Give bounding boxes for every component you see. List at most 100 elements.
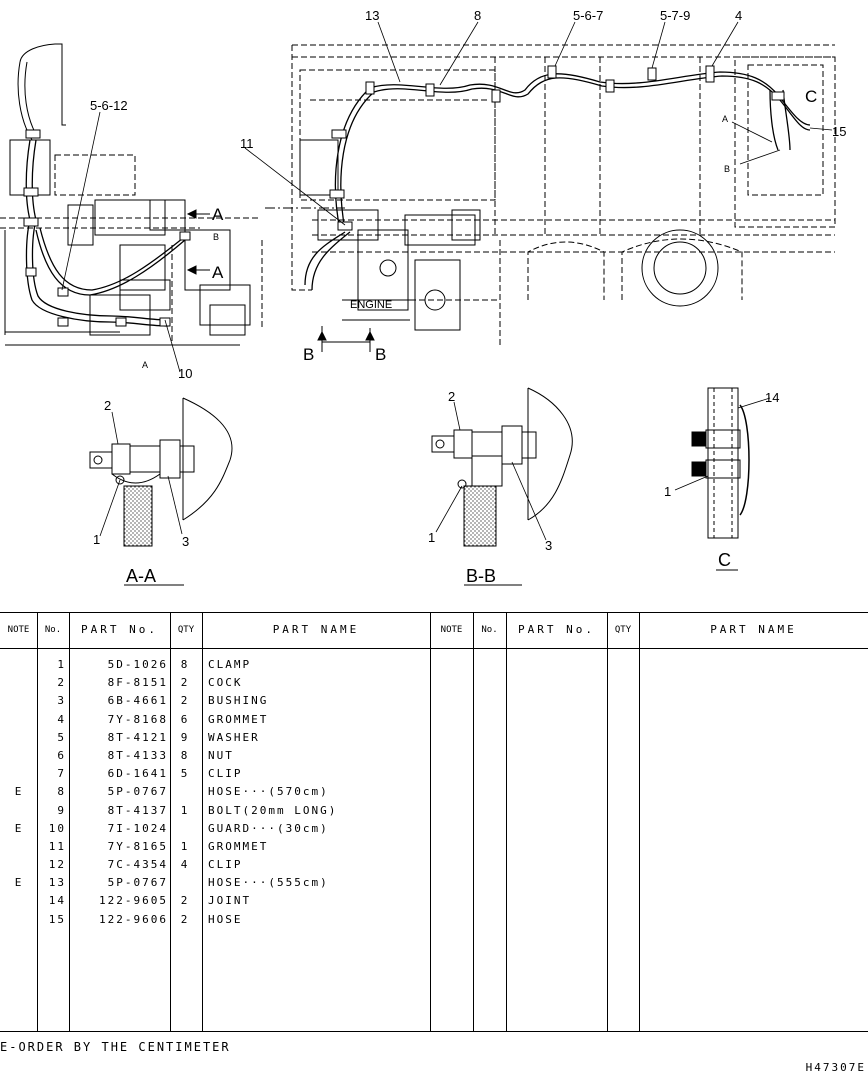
engine-label: ENGINE [350, 299, 392, 311]
callout-5-6-12: 5-6-12 [90, 98, 128, 113]
callout-b-left: B [213, 232, 219, 242]
part-number-cell: 8F-8151 [107, 676, 168, 690]
header-no: No. [44, 625, 62, 635]
header-qty: QTY [177, 625, 195, 635]
section-a-a-title: A-A [126, 566, 156, 586]
header-note-2: NOTE [440, 625, 463, 635]
part-number-cell: 5P-0767 [107, 876, 168, 890]
callout-15: 15 [832, 124, 846, 139]
part-name-cell: GUARD···(30cm) [208, 821, 329, 835]
qty-cell: 6 [180, 712, 190, 726]
callout-a-right: A [722, 114, 728, 124]
qty-cell: 5 [180, 767, 190, 781]
part-number-cell: 8T-4121 [107, 730, 168, 744]
callout-b-section-right: B [375, 345, 386, 364]
hose-routing-right [304, 71, 811, 291]
callout-a-upper: A [212, 205, 224, 224]
no-cell: 9 [57, 803, 66, 817]
no-cell: 6 [57, 748, 66, 762]
header-qty-2: QTY [614, 625, 632, 635]
detail-c [674, 387, 771, 539]
table-row: E 10 7I-1024 GUARD···(30cm) [0, 822, 430, 840]
part-name-cell: BUSHING [208, 694, 269, 708]
table-top-border [0, 612, 868, 613]
no-cell: 5 [57, 730, 66, 744]
hose-clips-right [329, 65, 785, 231]
note-cell: E [14, 876, 24, 890]
part-name-cell: HOSE···(555cm) [208, 876, 329, 890]
qty-cell: 1 [180, 839, 190, 853]
part-number-cell: 8T-4133 [107, 748, 168, 762]
no-cell: 15 [48, 912, 66, 926]
callout-b-right: B [724, 164, 730, 174]
callout-10: 10 [178, 366, 192, 381]
part-number-cell: 8T-4137 [107, 803, 168, 817]
callout-a-small: A [142, 360, 148, 370]
part-name-cell: GROMMET [208, 839, 269, 853]
part-number-cell: 6D-1641 [107, 767, 168, 781]
no-cell: 2 [57, 676, 66, 690]
header-no-2: No. [481, 625, 498, 635]
header-part-no-2: PART No. [518, 623, 595, 636]
engine-assembly [299, 139, 481, 343]
aa-callout-3: 3 [182, 534, 189, 549]
no-cell: 14 [48, 894, 66, 908]
part-number-cell: 7I-1024 [107, 821, 168, 835]
part-number-cell: 122-9606 [99, 912, 168, 926]
qty-cell: 4 [180, 858, 190, 872]
part-name-cell: HOSE···(570cm) [208, 785, 329, 799]
no-cell: 4 [57, 712, 66, 726]
aa-callout-1: 1 [93, 532, 100, 547]
note-cell: E [14, 821, 24, 835]
detail-a-a [89, 397, 233, 547]
callout-5-7-9: 5-7-9 [660, 8, 690, 23]
parts-illustration: 13 8 5-6-7 5-7-9 4 C 15 A B 11 5-6-12 A … [0, 8, 846, 586]
no-cell: 3 [57, 694, 66, 708]
part-name-cell: GROMMET [208, 712, 269, 726]
no-cell: 11 [48, 839, 66, 853]
part-name-cell: CLIP [208, 858, 243, 872]
callout-13: 13 [365, 8, 379, 23]
table-header-divider [0, 648, 868, 649]
hose-routing-left [25, 139, 189, 327]
qty-cell: 2 [180, 894, 190, 908]
part-number-cell: 122-9605 [99, 894, 168, 908]
table-row: 4 7Y-8168 6 GROMMET [0, 713, 430, 731]
section-b-b-title: B-B [466, 566, 496, 586]
no-cell: 8 [57, 785, 66, 799]
bb-callout-2: 2 [448, 389, 455, 404]
part-name-cell: NUT [208, 748, 234, 762]
c-callout-1: 1 [664, 484, 671, 499]
part-number-cell: 7Y-8168 [107, 712, 168, 726]
callout-c: C [805, 87, 817, 106]
qty-cell: 2 [180, 694, 190, 708]
part-name-cell: COCK [208, 676, 243, 690]
no-cell: 10 [48, 821, 66, 835]
bb-callout-1: 1 [428, 530, 435, 545]
footnote: E-ORDER BY THE CENTIMETER [0, 1040, 231, 1054]
callout-8: 8 [474, 8, 481, 23]
table-bottom-border [0, 1031, 868, 1032]
part-name-cell: CLAMP [208, 658, 252, 671]
qty-cell: 1 [180, 803, 190, 817]
leader-lines [61, 21, 833, 373]
header-part-name: PART NAME [272, 623, 360, 636]
part-number-cell: 5D-1026 [107, 658, 168, 671]
callouts: 13 8 5-6-7 5-7-9 4 C 15 A B 11 5-6-12 A … [90, 8, 846, 586]
no-cell: 7 [57, 767, 66, 781]
table-row: 3 6B-4661 2 BUSHING [0, 694, 430, 712]
qty-cell: 8 [180, 658, 190, 671]
bb-callout-3: 3 [545, 538, 552, 553]
part-number-cell: 6B-4661 [107, 694, 168, 708]
no-cell: 12 [48, 858, 66, 872]
